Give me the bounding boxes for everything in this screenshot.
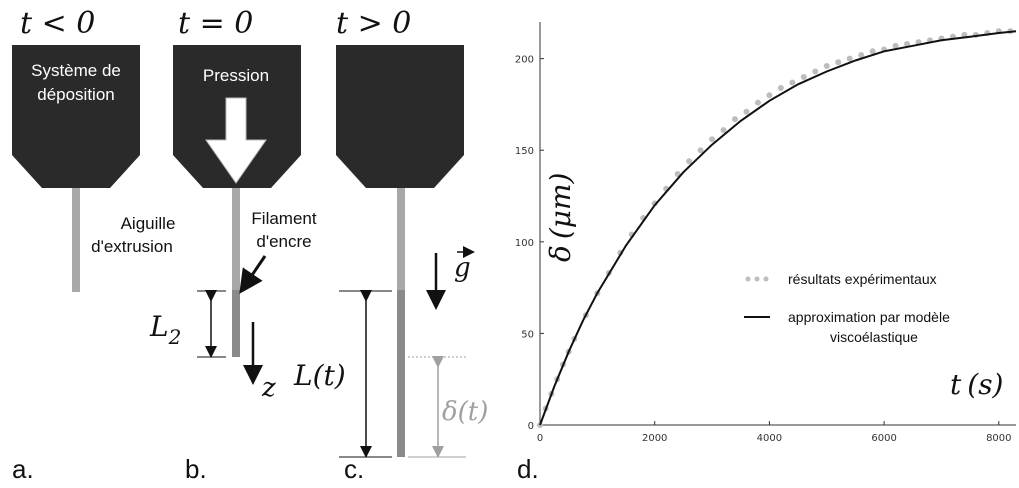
chart-y-label: δ(μm) [544, 173, 577, 262]
deposition-head-c [336, 45, 464, 188]
legend-marker-point [745, 276, 751, 282]
head-label-line1: Système de [31, 61, 121, 80]
legend-marker-point [754, 276, 760, 282]
y-tick-label: 200 [515, 55, 534, 66]
x-tick-label: 6000 [871, 433, 896, 444]
x-tick-label: 4000 [757, 433, 782, 444]
data-point [846, 55, 853, 62]
delta-label: δ(t) [442, 397, 488, 427]
pressure-arrow-icon [205, 97, 267, 184]
panel-letter-a: a. [12, 454, 34, 484]
data-point [697, 147, 704, 154]
data-point [789, 79, 796, 86]
panel-letter-c: c. [344, 454, 364, 484]
chart-x-label: t(s) [950, 368, 1003, 401]
y-tick-label: 50 [521, 329, 534, 340]
chart-x-ticks: 0 2000 4000 6000 8000 [537, 421, 1012, 444]
data-point [731, 116, 738, 123]
data-point [766, 92, 773, 99]
deposition-head-a [12, 45, 140, 188]
l2-label: L2 [149, 310, 181, 349]
data-point [812, 68, 819, 75]
legend-label-fit-line1: approximation par modèle [788, 309, 950, 325]
chart-panel-d: 0 2000 4000 6000 8000 0 50 100 150 200 δ(μm) t(s… [515, 22, 1017, 484]
pressure-label: Pression [203, 66, 269, 85]
time-label-b: t = 0 [178, 6, 253, 41]
lt-label: L(t) [293, 359, 346, 392]
gravity-label: g [454, 253, 471, 283]
time-label-a: t < 0 [20, 6, 95, 41]
y-tick-label: 100 [515, 238, 534, 249]
filament-label-line1: Filament [251, 209, 316, 228]
chart-fit-line [539, 30, 1017, 426]
data-point [823, 62, 830, 69]
needle-b [232, 188, 240, 290]
data-point [858, 51, 865, 58]
data-point [869, 48, 876, 55]
x-tick-label: 2000 [642, 433, 667, 444]
panel-letter-b: b. [185, 454, 207, 484]
filament-label-line2: d'encre [256, 232, 311, 251]
ink-filament-c [397, 290, 405, 457]
needle-label-line2: d'extrusion [91, 237, 173, 256]
time-label-c: t > 0 [336, 6, 411, 41]
z-axis-label: z [261, 373, 276, 403]
y-tick-label: 0 [528, 421, 534, 432]
data-point [720, 127, 727, 134]
data-point [709, 136, 716, 143]
data-point [904, 40, 911, 47]
data-point [743, 108, 750, 115]
x-tick-label: 8000 [986, 433, 1011, 444]
legend-label-experimental: résultats expérimentaux [788, 271, 937, 287]
chart-data-points [537, 28, 1014, 428]
head-label-line2: déposition [37, 85, 115, 104]
needle-c [397, 188, 405, 290]
data-point [800, 73, 807, 80]
legend-label-fit-line2: viscoélastique [830, 329, 918, 345]
panel-a: t < 0 Système de déposition Aiguille d'e… [12, 6, 175, 484]
legend-marker-point [763, 276, 769, 282]
needle-a [72, 188, 80, 292]
ink-filament-b [232, 290, 240, 357]
needle-label-line1: Aiguille [121, 214, 176, 233]
data-point [835, 59, 842, 66]
x-tick-label: 0 [537, 433, 543, 444]
data-point [892, 42, 899, 49]
panel-letter-d: d. [517, 454, 539, 484]
data-point [674, 171, 681, 178]
panel-b: t = 0 Pression Filament d'encre L2 z b. [149, 6, 317, 484]
chart-legend: résultats expérimentaux approximation pa… [744, 271, 950, 345]
data-point [686, 158, 693, 165]
filament-pointer-arrow-icon [239, 255, 267, 294]
data-point [777, 84, 784, 91]
y-tick-label: 150 [515, 146, 534, 157]
data-point [754, 99, 761, 106]
panel-c: t > 0 L(t) δ(t) g c. [293, 6, 488, 484]
